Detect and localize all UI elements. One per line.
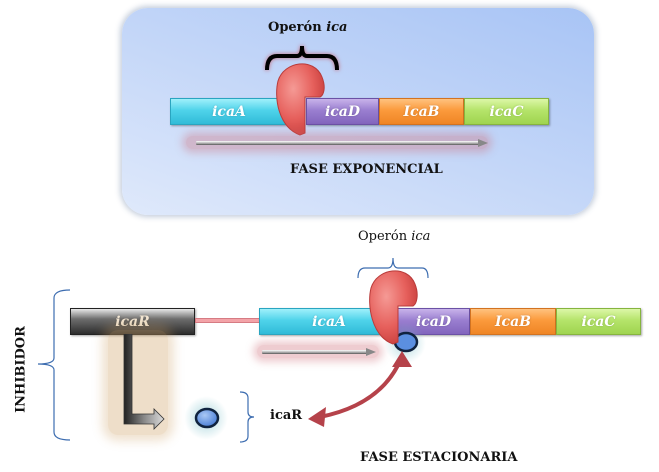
icaR-protein-brace (239, 391, 255, 443)
bottom-operon-label-prefix: Operón (358, 229, 412, 244)
top-transcription-arrow (196, 141, 480, 145)
bottom-transcription-arrowhead-icon (366, 348, 376, 356)
top-gene-icaA: icaA (170, 98, 288, 125)
bottom-polymerase-icon (369, 270, 418, 345)
top-phase-label: FASE EXPONENCIAL (290, 162, 443, 177)
bottom-gene-icaC-label: icaC (581, 313, 616, 330)
bottom-gene-icaD-label: icaD (415, 313, 452, 330)
top-gene-icaC: icaC (464, 98, 549, 125)
bottom-gene-icaR: icaR (70, 308, 195, 335)
bottom-operon-label: Operón ica (358, 229, 430, 244)
free-repressor-icon (194, 407, 220, 429)
top-gene-icaD-label: icaD (324, 103, 361, 120)
top-gene-icaA-label: icaA (212, 103, 246, 120)
interaction-double-arrow-icon (308, 351, 412, 427)
top-operon-brace (265, 45, 339, 71)
bottom-gene-icaC: icaC (556, 308, 641, 335)
icaR-protein-label: icaR (270, 408, 303, 423)
top-operon-label-italic: ica (326, 20, 348, 35)
bottom-operon-brace (357, 257, 429, 279)
bottom-transcription-arrow (262, 350, 368, 354)
bottom-gene-icaR-label: icaR (115, 313, 150, 330)
top-gene-icaB-label: IcaB (403, 103, 440, 120)
top-gene-icaC-label: icaC (489, 103, 524, 120)
inhibidor-label: INHIBIDOR (13, 326, 29, 413)
top-operon-label: Operón ica (268, 20, 347, 35)
top-transcription-arrowhead-icon (478, 139, 488, 147)
top-operon-label-prefix: Operón (268, 20, 327, 35)
top-gene-icaB: IcaB (379, 98, 464, 125)
icaR-expression-arrow-icon (123, 334, 165, 430)
inhibidor-brace (37, 289, 71, 441)
top-polymerase-icon (276, 63, 325, 136)
bottom-gene-icaB: IcaB (470, 308, 556, 335)
bottom-gene-icaB-label: IcaB (495, 313, 531, 330)
bottom-operon-label-italic: ica (411, 229, 431, 244)
intergenic-linker (195, 318, 260, 323)
bottom-gene-icaA-label: icaA (312, 313, 346, 330)
bottom-phase-label: FASE ESTACIONARIA (360, 450, 518, 465)
top-gene-icaD: icaD (306, 98, 379, 125)
